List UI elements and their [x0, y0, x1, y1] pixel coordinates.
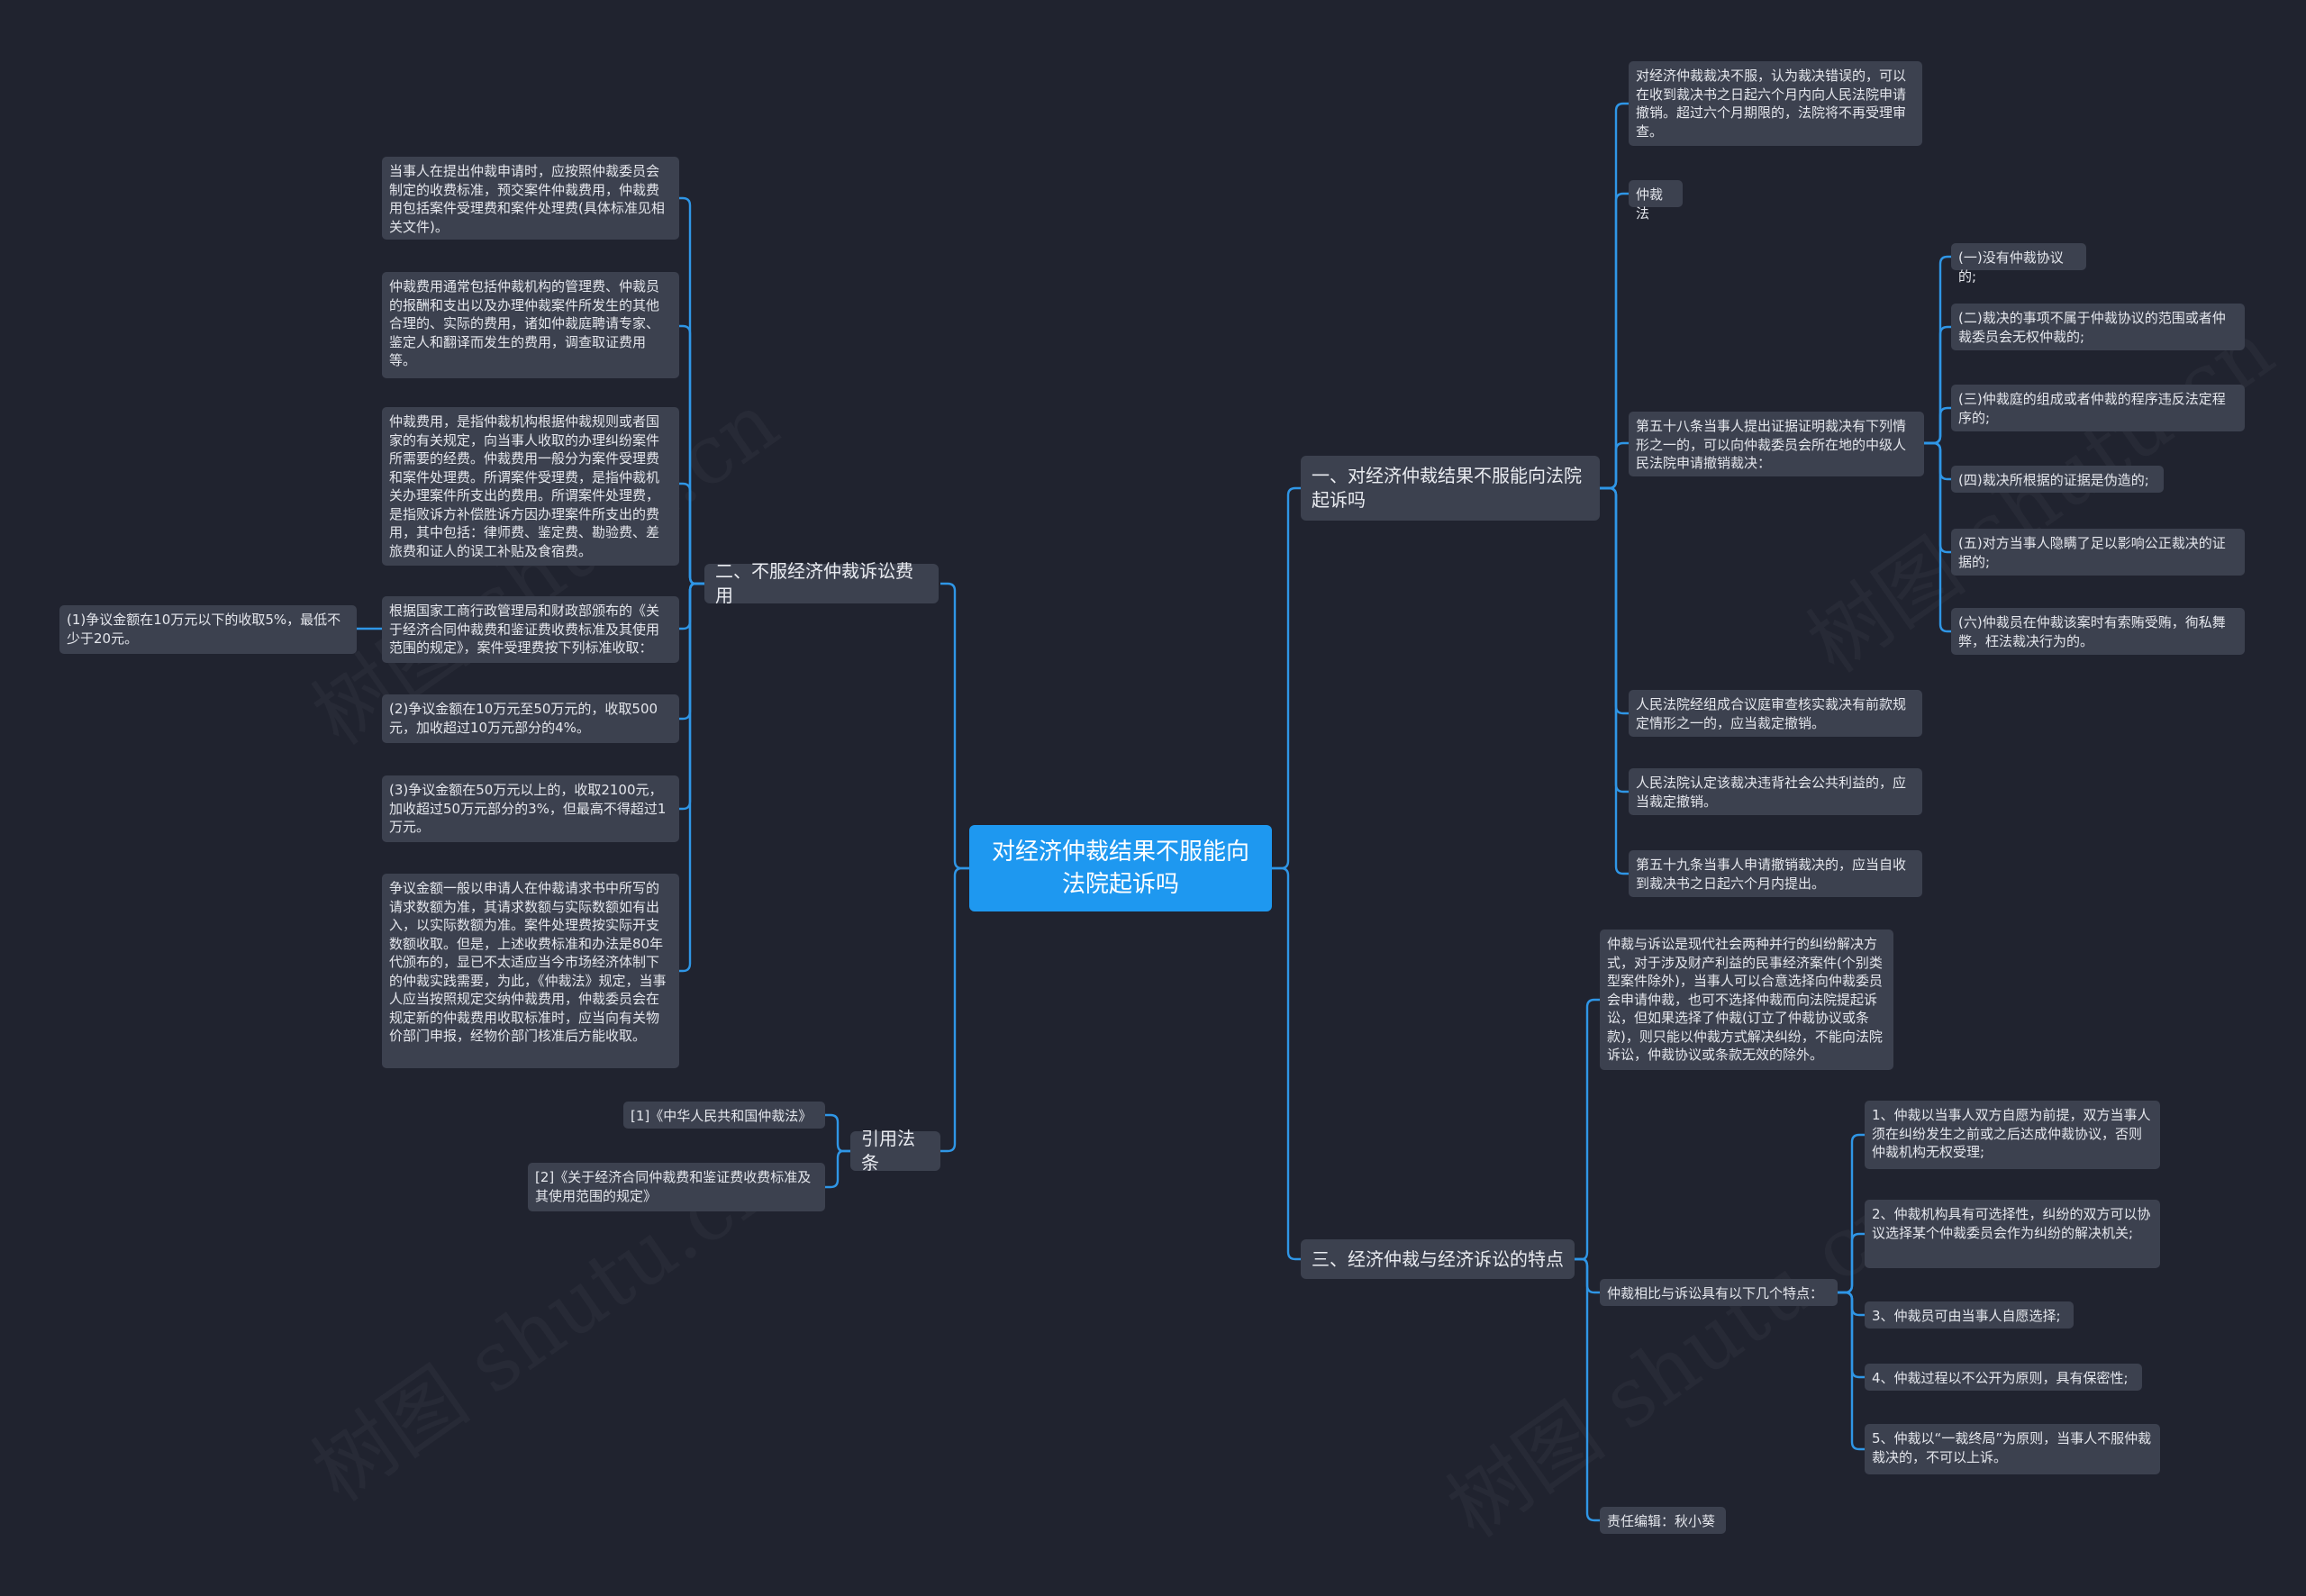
leaf-feature-5[interactable]: 5、仲裁以“一裁终局”为原则，当事人不服仲裁裁决的，不可以上诉。	[1865, 1424, 2160, 1474]
connector	[1600, 486, 1629, 793]
leaf-fee-tier-2[interactable]: (2)争议金额在10万元至50万元的，收取500元，加收超过10万元部分的4%。	[382, 694, 679, 743]
branch-appeal-to-court[interactable]: 一、对经济仲裁结果不服能向法院起诉吗	[1301, 456, 1600, 521]
leaf-cited-law-1[interactable]: [1]《中华人民共和国仲裁法》	[623, 1102, 825, 1129]
leaf-feature-3[interactable]: 3、仲裁员可由当事人自愿选择;	[1865, 1301, 2074, 1328]
connector	[679, 196, 704, 585]
connector	[1924, 255, 1951, 445]
leaf-fee-components[interactable]: 仲裁费用通常包括仲裁机构的管理费、仲裁员的报酬和支出以及办理仲裁案件所发生的其他…	[382, 272, 679, 378]
branch-litigation-fees[interactable]: 二、不服经济仲裁诉讼费用	[704, 560, 939, 606]
connector	[1575, 1257, 1600, 1522]
branch-cited-laws[interactable]: 引用法条	[850, 1128, 940, 1174]
leaf-court-review[interactable]: 人民法院经组成合议庭审查核实裁决有前款规定情形之一的，应当裁定撤销。	[1629, 690, 1922, 737]
leaf-prepay-fees[interactable]: 当事人在提出仲裁申请时，应按照仲裁委员会制定的收费标准，预交案件仲裁费用，仲裁费…	[382, 157, 679, 240]
leaf-article-58[interactable]: 第五十八条当事人提出证据证明裁决有下列情形之一的，可以向仲裁委员会所在地的中级人…	[1629, 412, 1924, 476]
connector	[1838, 1232, 1865, 1294]
leaf-article-58-item-3[interactable]: (三)仲裁庭的组成或者仲裁的程序违反法定程序的;	[1951, 385, 2245, 431]
leaf-revoke-within-six-months[interactable]: 对经济仲裁裁决不服，认为裁决错误的，可以在收到裁决书之日起六个月内向人民法院申请…	[1629, 61, 1922, 146]
connector	[825, 1113, 850, 1153]
connector	[1600, 486, 1629, 875]
leaf-fee-tier-3[interactable]: (3)争议金额在50万元以上的，收取2100元，加收超过50万元部分的3%，但最…	[382, 775, 679, 842]
leaf-feature-2[interactable]: 2、仲裁机构具有可选择性，纠纷的双方可以协议选择某个仲裁委员会作为纠纷的解决机关…	[1865, 1200, 2160, 1268]
leaf-features-intro[interactable]: 仲裁相比与诉讼具有以下几个特点：	[1600, 1279, 1838, 1306]
connector	[940, 582, 969, 870]
connector	[1838, 1291, 1865, 1451]
leaf-article-58-item-5[interactable]: (五)对方当事人隐瞒了足以影响公正裁决的证据的;	[1951, 529, 2245, 576]
connector	[679, 324, 704, 585]
connector	[1924, 325, 1951, 445]
connector	[1575, 998, 1600, 1261]
leaf-feature-1[interactable]: 1、仲裁以当事人双方自愿为前提，双方当事人须在纠纷发生之前或之后达成仲裁协议，否…	[1865, 1101, 2160, 1169]
leaf-cited-law-2[interactable]: [2]《关于经济合同仲裁费和鉴证费收费标准及其使用范围的规定》	[528, 1163, 825, 1211]
root-topic[interactable]: 对经济仲裁结果不服能向法院起诉吗	[969, 825, 1272, 911]
connector	[1600, 486, 1629, 715]
connector	[679, 582, 704, 721]
leaf-fee-definition[interactable]: 仲裁费用，是指仲裁机构根据仲裁规则或者国家的有关规定，向当事人收取的办理纠纷案件…	[382, 407, 679, 566]
branch-characteristics[interactable]: 三、经济仲裁与经济诉讼的特点	[1301, 1239, 1575, 1279]
connector	[1924, 406, 1951, 445]
connector	[1924, 441, 1951, 633]
leaf-article-58-item-2[interactable]: (二)裁决的事项不属于仲裁协议的范围或者仲裁委员会无权仲裁的;	[1951, 304, 2245, 350]
connector	[1272, 486, 1301, 870]
leaf-fee-tier-1[interactable]: (1)争议金额在10万元以下的收取5%，最低不少于20元。	[59, 605, 357, 654]
connector	[679, 582, 704, 630]
leaf-article-58-item-1[interactable]: (一)没有仲裁协议的;	[1951, 243, 2086, 285]
connector	[679, 582, 704, 811]
leaf-editor[interactable]: 责任编辑：秋小葵	[1600, 1507, 1726, 1534]
leaf-public-interest[interactable]: 人民法院认定该裁决违背社会公共利益的，应当裁定撤销。	[1629, 768, 1922, 815]
connector	[1272, 866, 1301, 1261]
leaf-arbitration-vs-litigation[interactable]: 仲裁与诉讼是现代社会两种并行的纠纷解决方式，对于涉及财产利益的民事经济案件(个别…	[1600, 929, 1893, 1070]
connector	[1924, 441, 1951, 481]
connector	[1924, 441, 1951, 554]
leaf-arbitration-law[interactable]: 仲裁法	[1629, 180, 1683, 222]
connector	[679, 482, 704, 585]
leaf-feature-4[interactable]: 4、仲裁过程以不公开为原则，具有保密性;	[1865, 1364, 2142, 1391]
leaf-fee-standard[interactable]: 根据国家工商行政管理局和财政部颁布的《关于经济合同仲裁费和鉴证费收费标准及其使用…	[382, 596, 679, 663]
connector	[940, 866, 969, 1153]
connector	[1600, 102, 1629, 490]
leaf-fee-amount-basis[interactable]: 争议金额一般以申请人在仲裁请求书中所写的请求数额为准，其请求数额与实际数额如有出…	[382, 874, 679, 1068]
leaf-article-58-item-4[interactable]: (四)裁决所根据的证据是伪造的;	[1951, 466, 2164, 493]
connector	[825, 1149, 850, 1189]
connector	[1600, 441, 1629, 490]
leaf-article-59[interactable]: 第五十九条当事人申请撤销裁决的，应当自收到裁决书之日起六个月内提出。	[1629, 850, 1922, 897]
leaf-article-58-item-6[interactable]: (六)仲裁员在仲裁该案时有索贿受贿，徇私舞弊，枉法裁决行为的。	[1951, 608, 2245, 655]
connector	[679, 582, 704, 973]
